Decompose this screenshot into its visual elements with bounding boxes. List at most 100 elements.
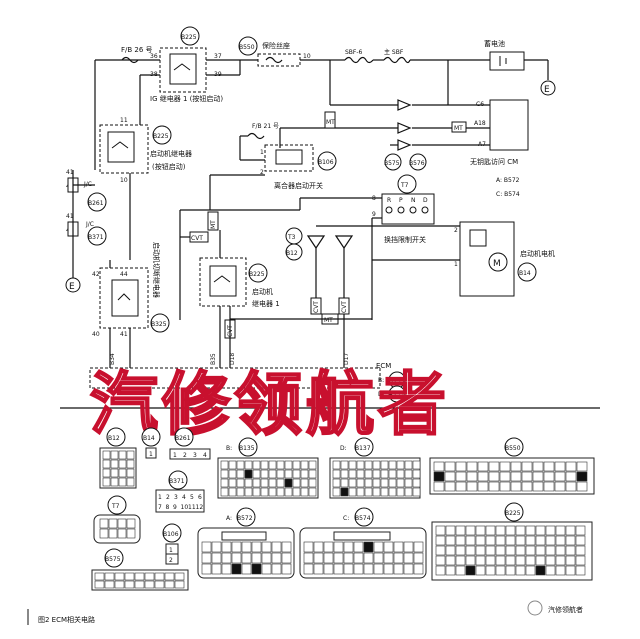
fuse-block-code: B550 [239, 44, 255, 51]
connector-pin-cell [403, 552, 414, 564]
tag-cvt: CVT [313, 301, 320, 313]
mt-tag-top: MT [324, 111, 336, 129]
connector-pin-cell [565, 535, 576, 546]
connector-pin-cell [117, 518, 127, 529]
connector-pin-cell [276, 469, 285, 479]
b371-pin: 11 [188, 504, 196, 511]
connector-pin-cell [220, 478, 229, 488]
connector-pin-cell [251, 563, 262, 575]
connector-pin-cell [396, 487, 405, 497]
connector-pin-cell [308, 460, 317, 470]
connector-pin-cell [303, 552, 314, 564]
connector-pin-cell [99, 518, 109, 529]
ecm-prefix-b: B: [378, 377, 384, 384]
connector-pin-cell [236, 478, 245, 488]
connector-pin-cell [221, 552, 232, 564]
connector-pin-cell [134, 572, 145, 581]
starter-relay: B225 启动机继电器 (按钮启动) 11 10 [99, 95, 192, 260]
connector-pin-cell [388, 469, 397, 479]
connector-pin-cell [435, 535, 446, 546]
starter-motor: M 2 1 启动机电机 B14 [372, 221, 555, 297]
pin-label: 36 [150, 53, 158, 60]
connector-pin-cell [433, 481, 445, 492]
connector-pin-cell [231, 541, 242, 553]
connector-pin-cell [485, 535, 496, 546]
connector-pin-cell [383, 552, 394, 564]
connector-pin-cell [532, 461, 544, 472]
connector-pin-cell [340, 487, 349, 497]
connector-b106: B106 1 2 [162, 523, 182, 565]
starter-cutoff-relay: 42 44 40 41 启动机切断继电器 B325 [92, 242, 170, 368]
pin-label: 37 [214, 53, 222, 60]
sbf6-label: SBF-6 [345, 49, 363, 56]
battery: 蓄电池 E [484, 39, 556, 96]
connector-pin-cell [108, 518, 118, 529]
connector-pin-cell [94, 572, 105, 581]
connector-pin-cell [118, 468, 127, 478]
connector-pin-cell [466, 481, 478, 492]
connector-pin-cell [444, 481, 456, 492]
connector-pin-cell [104, 572, 115, 581]
ecm-prefix-d: D: [378, 391, 385, 398]
connector-pin-cell [220, 460, 229, 470]
code-b261: B261 [88, 200, 104, 207]
main-sbf-label: 主 SBF [384, 48, 404, 56]
connector-pin-cell [281, 552, 292, 564]
connector-pin-cell [144, 580, 155, 589]
b-prefix: B: [226, 445, 232, 452]
motor-m: M [493, 259, 501, 269]
connector-pin-cell [525, 525, 536, 536]
connector-pin-cell [393, 552, 404, 564]
connector-pin-cell [525, 555, 536, 566]
connector-pin-cell [565, 471, 577, 482]
connector-pin-cell [525, 565, 536, 576]
connector-pin-cell [465, 535, 476, 546]
connector-pin-cell [110, 477, 119, 487]
tag-mt: MT [326, 119, 335, 126]
connector-pin-cell [388, 487, 397, 497]
keyless-code-c: C: B574 [496, 191, 520, 198]
connector-pin-cell [114, 572, 125, 581]
connector-label: B371 [169, 478, 185, 485]
connector-pin-cell [356, 469, 365, 479]
fuse-fb26-label: F/B 26 号 [121, 46, 153, 54]
connector-pin-cell [372, 460, 381, 470]
tag-mt: MT [324, 317, 333, 324]
connector-pin-cell [364, 478, 373, 488]
shift-pos: R [387, 197, 391, 204]
connector-pin-cell [251, 552, 262, 564]
starter-relay-code: B225 [153, 133, 169, 140]
connector-pin-cell [515, 555, 526, 566]
connector-pin-cell [231, 552, 242, 564]
connector-pin-cell [444, 461, 456, 472]
connector-pin-cell [466, 471, 478, 482]
connector-pin-cell [455, 535, 466, 546]
connector-pin-cell [343, 552, 354, 564]
ground-e: E [544, 85, 550, 95]
connector-pin-cell [485, 525, 496, 536]
connector-pin-cell [485, 565, 496, 576]
connector-pin-cell [510, 461, 522, 472]
connector-pin-cell [292, 460, 301, 470]
b371-pin: 4 [182, 494, 186, 501]
connector-pin-cell [236, 487, 245, 497]
pin-label: 2 [260, 169, 264, 176]
connector-pin-cell [244, 469, 253, 479]
connector-pin-cell [102, 459, 111, 469]
top-power-line [94, 59, 490, 170]
shift-switch-label: 换挡限制开关 [384, 235, 426, 244]
connector-pin-cell [231, 563, 242, 575]
ecm-pin: D17 [343, 353, 350, 365]
starter-relay-label-2: (按钮启动) [152, 162, 186, 171]
b371-pin: 6 [198, 494, 202, 501]
connector-pin-cell [220, 487, 229, 497]
connector-label: B135 [239, 445, 255, 452]
connector-pin-cell [236, 460, 245, 470]
connector-pin-cell [455, 471, 467, 482]
connector-pin-cell [174, 572, 185, 581]
connector-pin-cell [383, 541, 394, 553]
footer-caption: 图2 ECM相关电路 [38, 615, 95, 624]
connector-label: B14 [143, 435, 155, 442]
connector-pin-cell [455, 565, 466, 576]
